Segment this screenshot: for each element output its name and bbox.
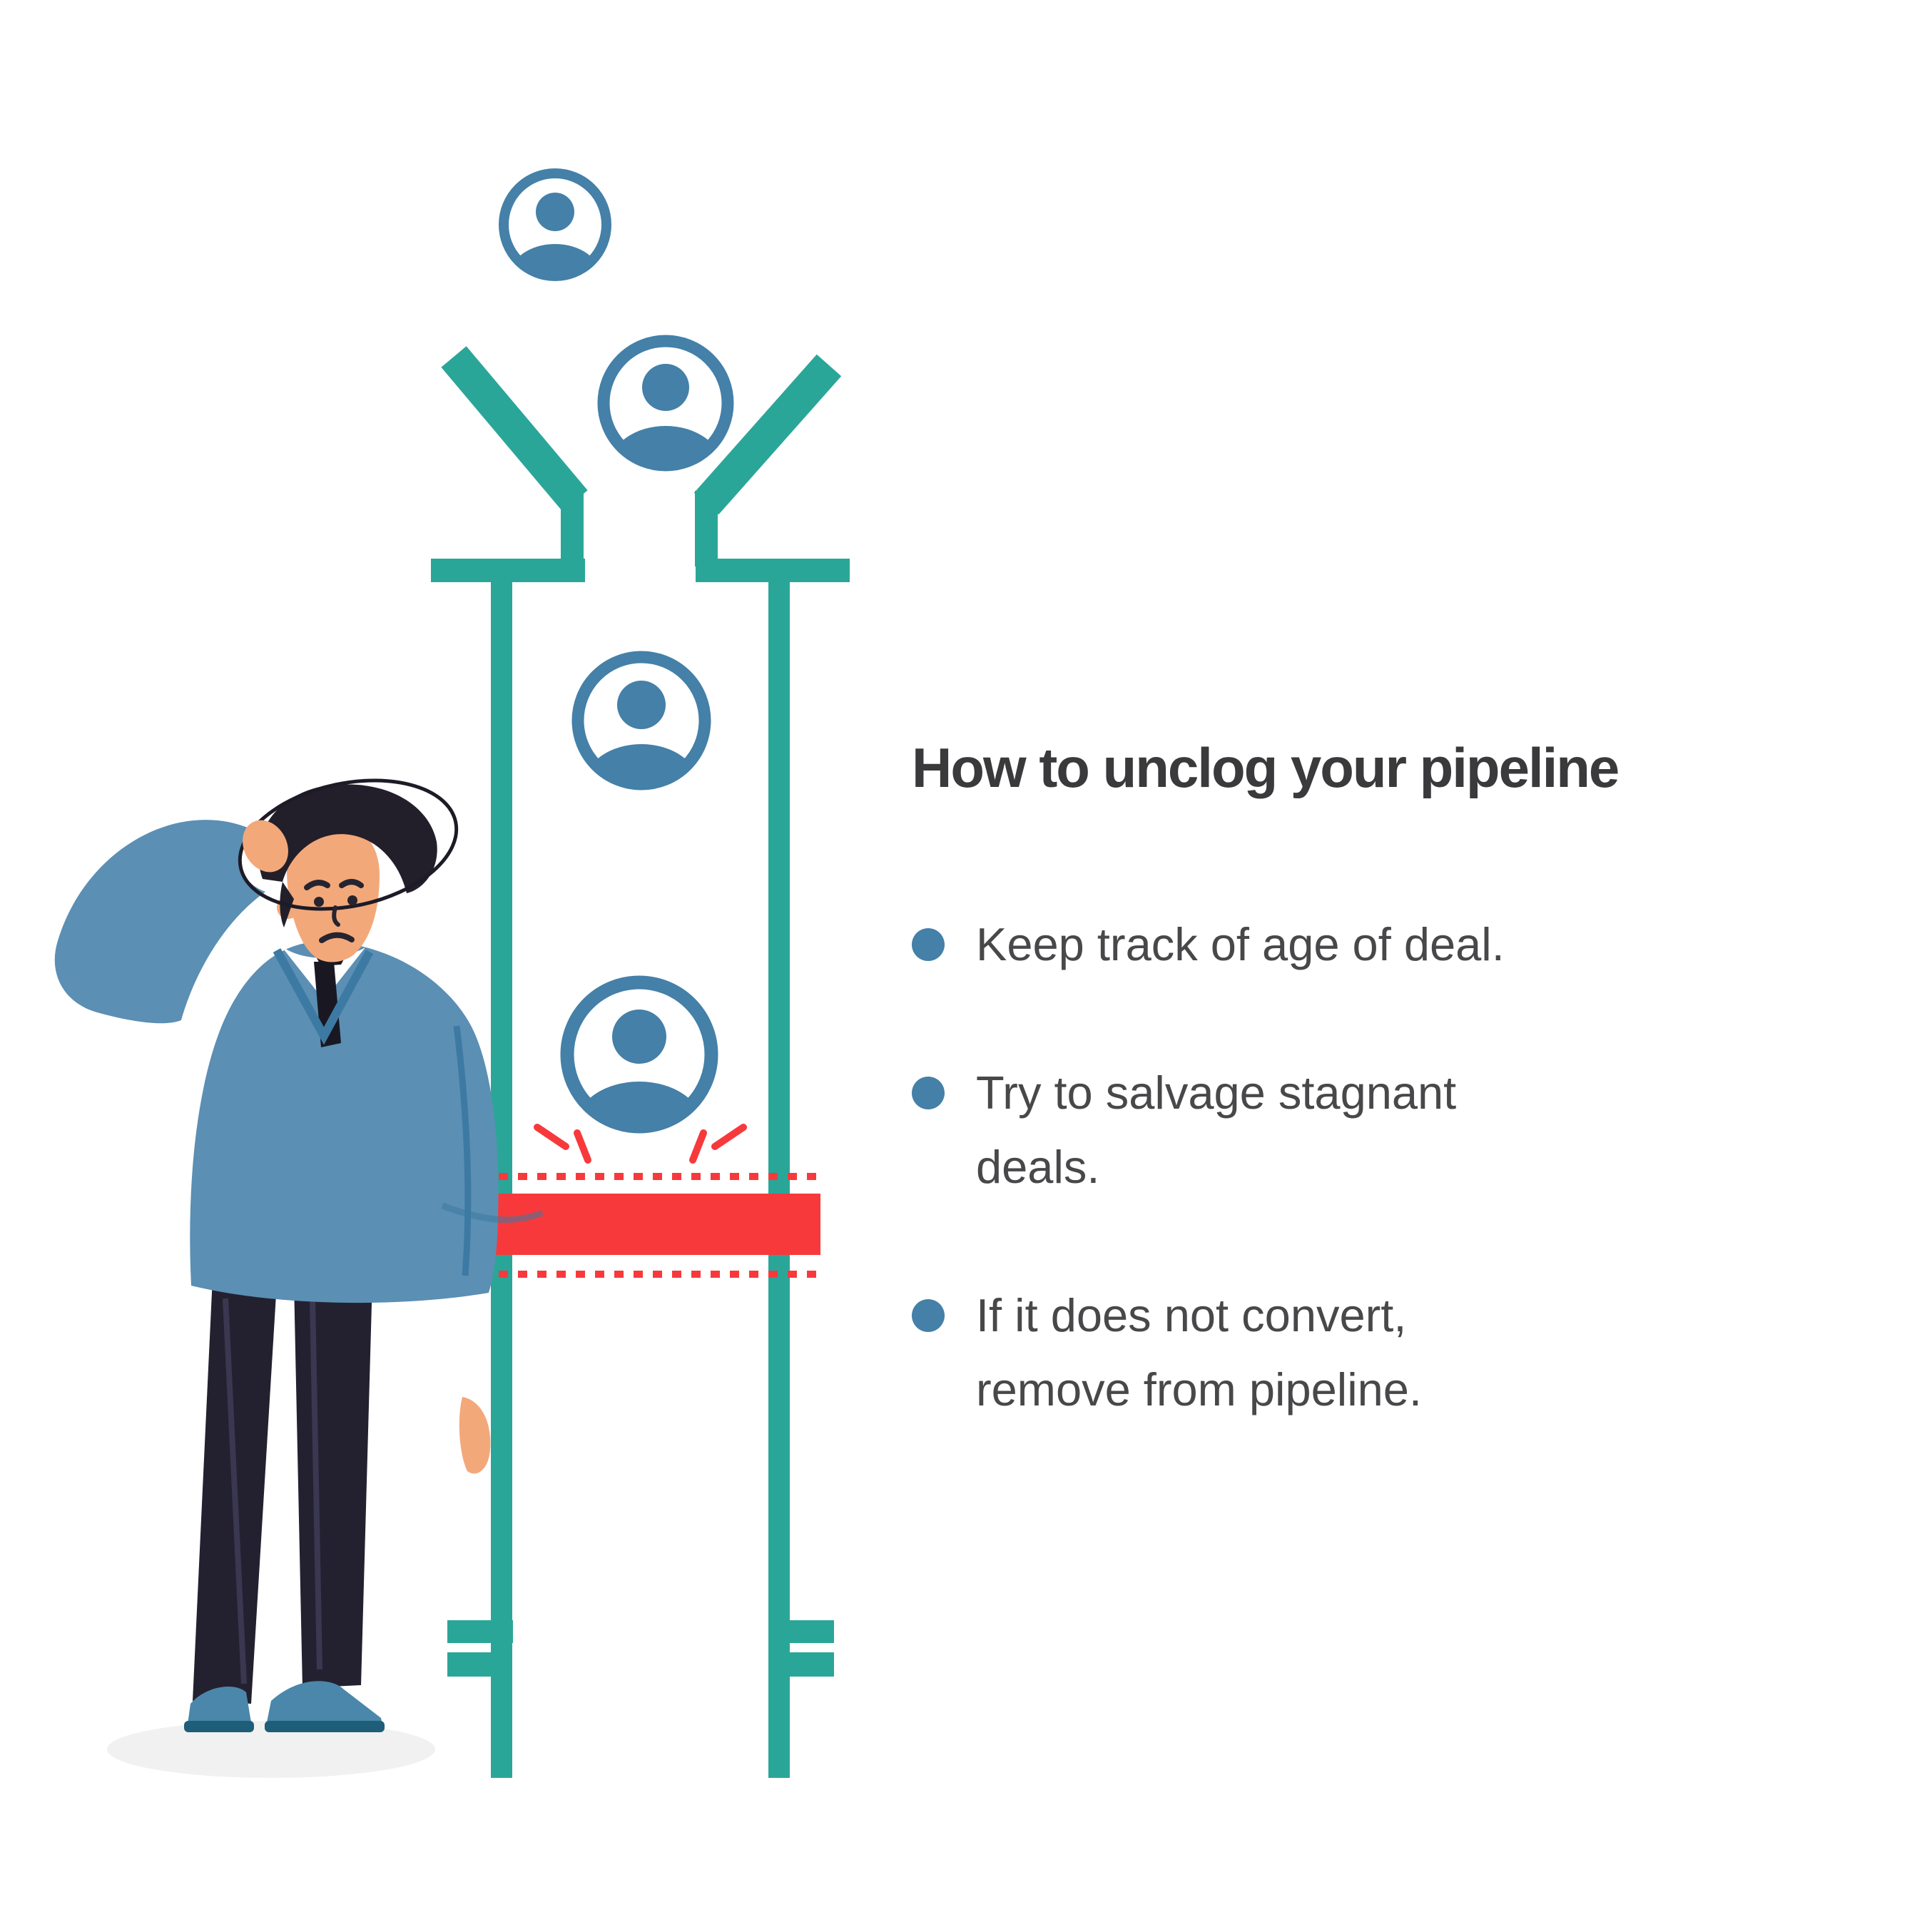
tip-line: deals. (976, 1140, 1100, 1193)
user-avatar-icon (571, 651, 711, 790)
pipe-flange-icon (447, 1620, 834, 1677)
user-avatar-icon (560, 975, 718, 1134)
user-avatar-icon (499, 168, 611, 281)
tip-line: Try to salvage stagnant (976, 1066, 1457, 1119)
ground-shadow (107, 1721, 435, 1778)
user-avatar-icon (597, 335, 734, 472)
list-item: If it does not convert, remove from pipe… (912, 1278, 1554, 1427)
tip-text: Try to salvage stagnant deals. (976, 1056, 1456, 1204)
bullet-dot-icon (912, 1076, 945, 1109)
worried-face (304, 879, 364, 943)
list-item: Try to salvage stagnant deals. (912, 1056, 1554, 1204)
tip-text: Keep track of age of deal. (976, 907, 1505, 982)
tip-line: If it does not convert, (976, 1288, 1407, 1341)
confused-man-illustration (54, 778, 544, 1778)
tip-text: If it does not convert, remove from pipe… (976, 1278, 1422, 1427)
blockage-bar (460, 1194, 820, 1255)
tip-line: Keep track of age of deal. (976, 917, 1505, 970)
bullet-dot-icon (912, 1298, 945, 1332)
hair-outline (238, 778, 459, 911)
pipeline-funnel-icon (431, 346, 850, 582)
page-title: How to unclog your pipeline (912, 736, 1620, 799)
tips-list: Keep track of age of deal. Try to salvag… (912, 907, 1554, 1427)
blockage-dotted-lines (460, 1173, 820, 1278)
content-panel: How to unclog your pipeline Keep track o… (912, 736, 1811, 1501)
list-item: Keep track of age of deal. (912, 907, 1554, 982)
impact-marks-icon (534, 1124, 747, 1164)
tip-line: remove from pipeline. (976, 1363, 1422, 1415)
bullet-dot-icon (912, 927, 945, 961)
